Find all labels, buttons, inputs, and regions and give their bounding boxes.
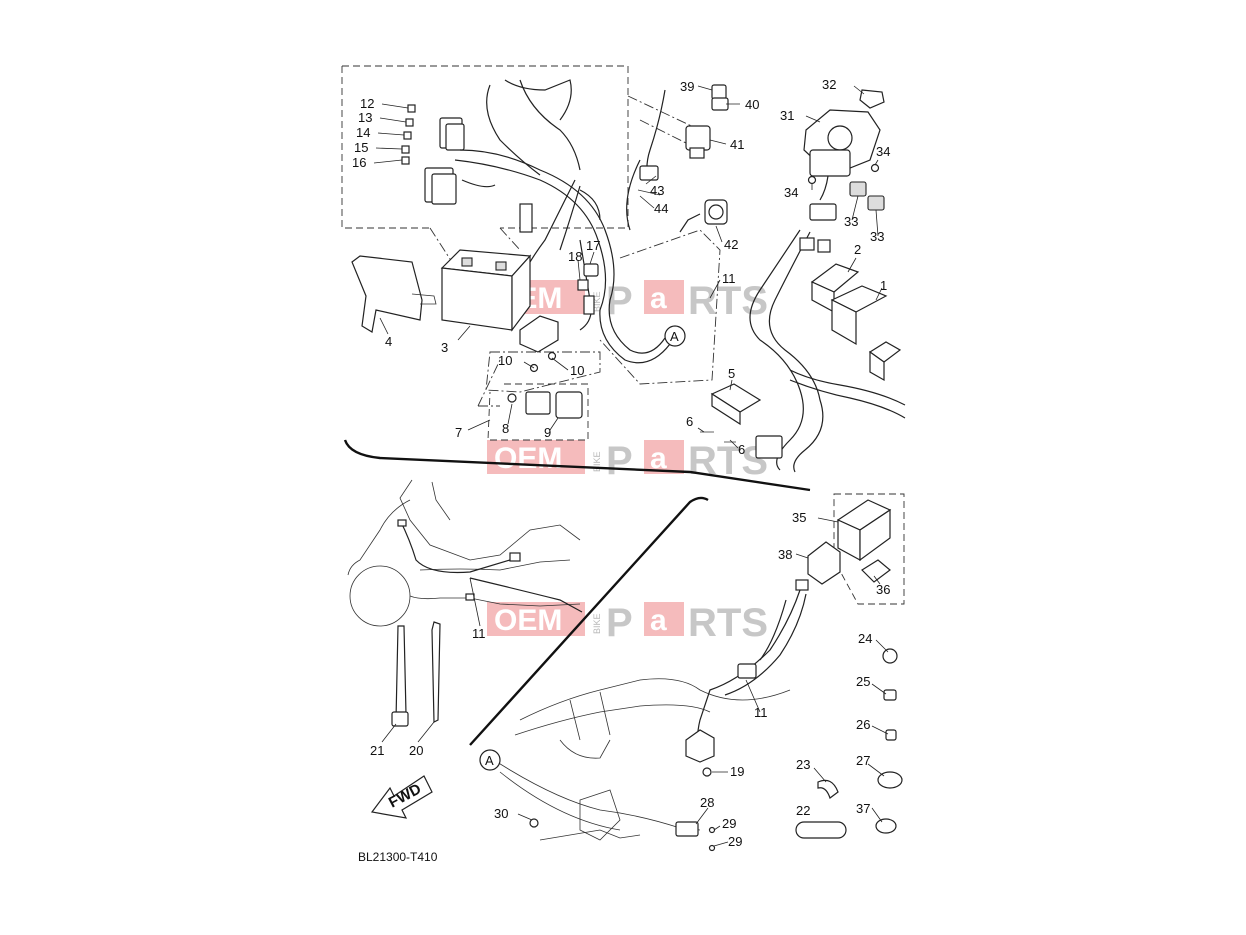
section-divider-curve-upper [343, 439, 811, 492]
callout-9: 9 [544, 425, 551, 440]
watermark-bike-text: BIKE [592, 291, 602, 312]
callout-11-left: 11 [472, 626, 486, 641]
callout-3: 3 [441, 340, 448, 355]
callout-31: 31 [780, 108, 794, 123]
callout-25: 25 [856, 674, 870, 689]
callout-13: 13 [358, 110, 372, 125]
callout-39: 39 [680, 79, 694, 94]
diagram-code: BL21300-T410 [358, 850, 438, 864]
callout-4: 4 [385, 334, 392, 349]
watermark-bike-text: BIKE [592, 613, 602, 634]
right-harness-and-ecu [749, 229, 906, 473]
callout-38: 38 [778, 547, 792, 562]
section-divider-curve-lower [469, 496, 709, 746]
watermark-rts-text: RTS [688, 601, 768, 645]
reference-marker-a-upper: A [664, 325, 686, 347]
relays-39-41 [637, 84, 729, 233]
callout-36: 36 [876, 582, 890, 597]
callout-11-upper: 11 [722, 271, 736, 286]
leader-lines [373, 85, 889, 847]
callout-41: 41 [730, 137, 744, 152]
callout-34-left: 34 [784, 185, 798, 200]
callout-6-lower: 6 [738, 442, 745, 457]
callout-27: 27 [856, 753, 870, 768]
battery [440, 249, 532, 332]
callout-30: 30 [494, 806, 508, 821]
watermark-p-text: P [606, 439, 633, 483]
callout-1: 1 [880, 278, 887, 293]
callout-11-lower: 11 [754, 705, 768, 720]
callout-7: 7 [455, 425, 462, 440]
ref-marker-a-label: A [670, 329, 679, 344]
callout-33-left: 33 [844, 214, 858, 229]
callout-10-left: 10 [498, 353, 512, 368]
watermark-rts-text: RTS [688, 439, 768, 483]
watermark-p-text: P [606, 601, 633, 645]
frame-outline-lower [514, 678, 791, 841]
callout-42: 42 [724, 237, 738, 252]
callout-labels: 12 13 14 15 16 39 40 41 43 44 42 32 31 3… [352, 77, 890, 849]
ref-marker-a-lower-label: A [485, 753, 494, 768]
callout-23: 23 [796, 757, 810, 772]
callout-21: 21 [370, 743, 384, 758]
callout-33-right: 33 [870, 229, 884, 244]
callout-15: 15 [354, 140, 368, 155]
fuse-box-connectors [424, 117, 533, 233]
callout-2: 2 [854, 242, 861, 257]
clamps-and-holders [795, 648, 903, 839]
callout-29-upper: 29 [722, 816, 736, 831]
callout-35: 35 [792, 510, 806, 525]
callout-26: 26 [856, 717, 870, 732]
callout-17: 17 [586, 238, 600, 253]
callout-12: 12 [360, 96, 374, 111]
watermark-bottom: OEM BIKE P a RTS [487, 601, 768, 645]
callout-20: 20 [409, 743, 423, 758]
watermark-a-text: a [650, 442, 667, 475]
watermark-oem-text: OEM [494, 604, 562, 637]
callout-18: 18 [568, 249, 582, 264]
callout-44: 44 [654, 201, 668, 216]
callout-10-right: 10 [570, 363, 584, 378]
main-wire-harness-lower: A [479, 579, 809, 852]
forward-direction-arrow: FWD [370, 775, 433, 819]
main-wire-harness-upper [454, 79, 671, 364]
callout-37: 37 [856, 801, 870, 816]
watermark-top: OEM BIKE P a RTS [487, 279, 768, 323]
watermark-bike-text: BIKE [592, 451, 602, 472]
callout-5: 5 [728, 366, 735, 381]
callout-34-right: 34 [876, 144, 890, 159]
callout-29-lower: 29 [728, 834, 742, 849]
callout-14: 14 [356, 125, 370, 140]
immobilizer-unit [807, 499, 892, 585]
rectifier-regulator [700, 383, 783, 459]
main-switch-assembly [803, 89, 885, 221]
connectors-17-18 [577, 263, 599, 315]
watermark-oem-text: OEM [494, 442, 562, 475]
callout-43: 43 [650, 183, 664, 198]
cable-ties [391, 621, 441, 727]
callout-28: 28 [700, 795, 714, 810]
starter-relay-group [507, 315, 583, 419]
callout-24: 24 [858, 631, 872, 646]
callout-40: 40 [745, 97, 759, 112]
watermark-a-text: a [650, 604, 667, 637]
callout-22: 22 [796, 803, 810, 818]
watermark-a-text: a [650, 282, 667, 315]
battery-bracket [351, 255, 437, 333]
callout-32: 32 [822, 77, 836, 92]
callout-6-upper: 6 [686, 414, 693, 429]
callout-8: 8 [502, 421, 509, 436]
watermark-middle: OEM BIKE P a RTS [487, 439, 768, 483]
callout-19: 19 [730, 764, 744, 779]
watermark-rts-text: RTS [688, 279, 768, 323]
scooter-silhouette [347, 479, 583, 627]
small-relay-parts-12-16 [401, 104, 416, 165]
callout-16: 16 [352, 155, 366, 170]
